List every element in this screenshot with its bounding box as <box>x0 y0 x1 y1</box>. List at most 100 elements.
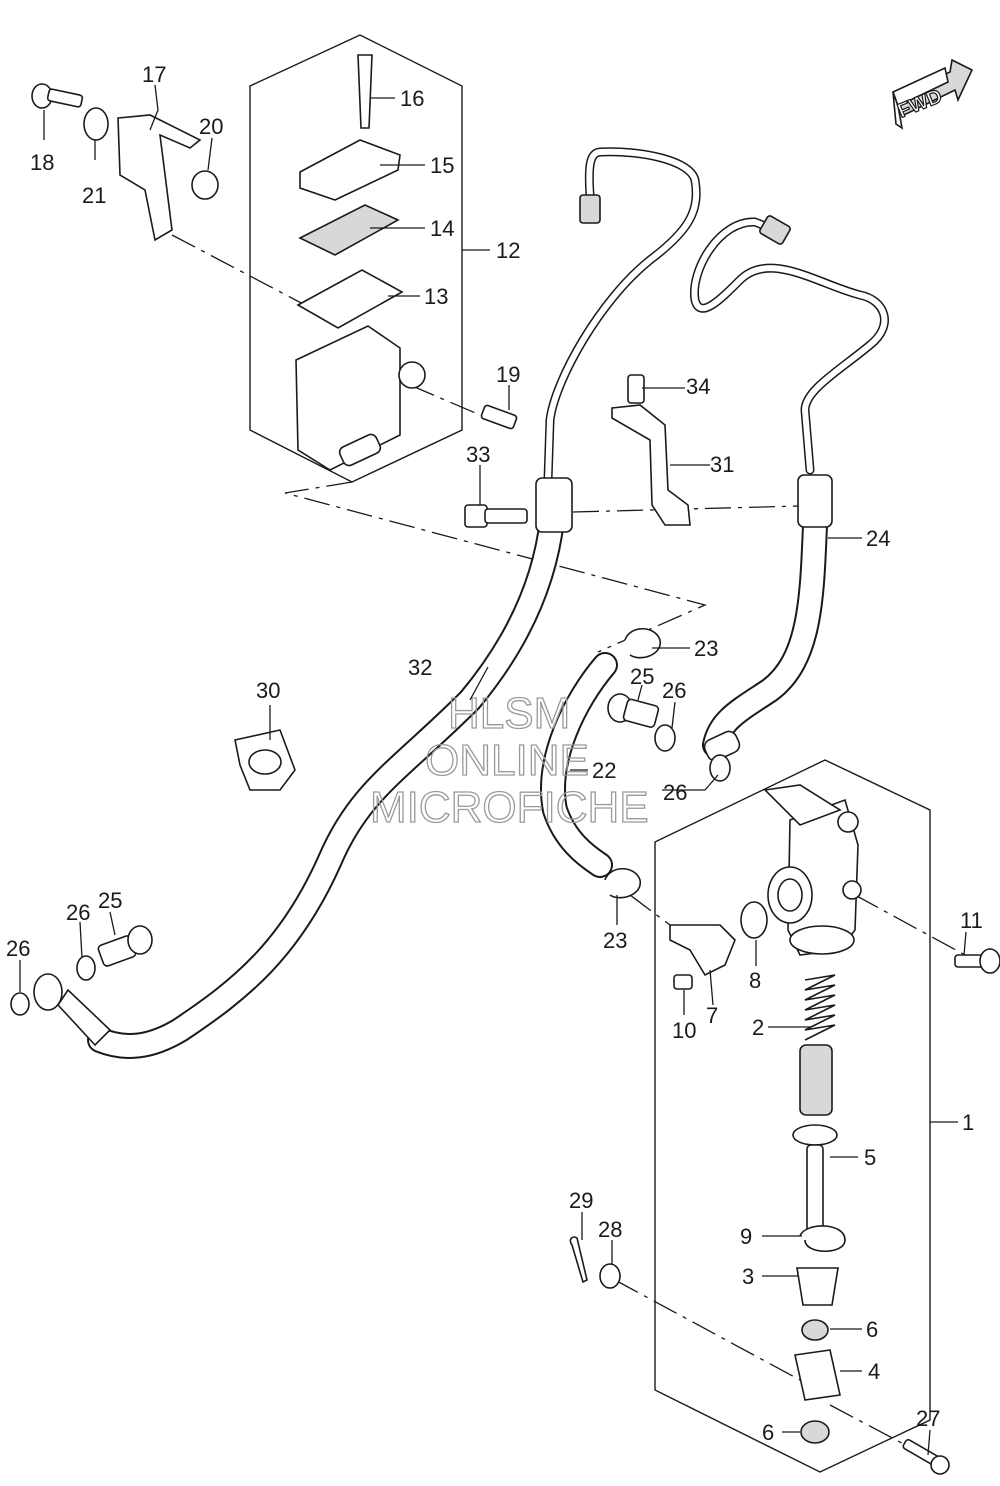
callout-12: 12 <box>496 238 520 263</box>
callout-28: 28 <box>598 1217 622 1242</box>
callout-9: 9 <box>740 1224 752 1249</box>
screw-16 <box>357 54 373 129</box>
callout-27: 27 <box>916 1406 940 1431</box>
reservoir-body <box>295 325 426 471</box>
washer-26-d <box>10 992 30 1016</box>
guide-line <box>829 1404 916 1451</box>
callouts: 1 2 3 4 5 6 6 7 8 9 10 11 12 13 14 15 16… <box>6 62 983 1445</box>
clamp-23-upper <box>624 627 661 659</box>
nut-6-upper <box>801 1319 829 1341</box>
hose-fitting-24 <box>797 474 833 528</box>
leader-lines <box>19 84 967 1456</box>
callout-3: 3 <box>742 1264 754 1289</box>
bolt-33 <box>464 504 528 528</box>
callout-17: 17 <box>142 62 166 87</box>
callout-26-upper: 26 <box>662 678 686 703</box>
circlip-9 <box>799 1225 846 1252</box>
callout-26-middle: 26 <box>663 780 687 805</box>
banjo-eye <box>33 973 63 1011</box>
bracket-31 <box>611 404 691 526</box>
callout-19: 19 <box>496 362 520 387</box>
callout-26-left-b: 26 <box>6 936 30 961</box>
fwd-arrow-icon: FWD <box>892 58 974 130</box>
guide-line <box>171 234 306 306</box>
callout-10: 10 <box>672 1018 696 1043</box>
callout-24: 24 <box>866 526 890 551</box>
pin-27 <box>902 1438 950 1475</box>
pipe-fitting <box>759 215 791 245</box>
watermark-line1: HLSM <box>448 689 570 738</box>
bolt-19 <box>480 404 518 430</box>
callout-7: 7 <box>706 1003 718 1028</box>
watermark-line3: MICROFICHE <box>370 783 649 832</box>
clip-30-ring <box>248 749 282 775</box>
callout-5: 5 <box>864 1145 876 1170</box>
group-frame-12 <box>249 34 463 483</box>
watermark-line2: ONLINE <box>425 736 589 785</box>
pushrod-5 <box>792 1124 838 1236</box>
clamp-23-lower <box>604 867 641 899</box>
cotter-pin-29 <box>569 1236 588 1284</box>
callout-20: 20 <box>199 114 223 139</box>
group-frame-1 <box>654 759 931 1473</box>
washer-26-b <box>709 754 731 782</box>
screw-10 <box>673 974 693 990</box>
hose-fitting-32 <box>535 477 573 533</box>
callout-29: 29 <box>569 1188 593 1213</box>
guide-line <box>614 1279 801 1381</box>
pipe-fitting <box>579 194 601 224</box>
callout-18: 18 <box>30 150 54 175</box>
diaphragm-13 <box>296 269 404 329</box>
banjo-neck <box>56 988 112 1047</box>
callout-31: 31 <box>710 452 734 477</box>
washer-28 <box>599 1263 621 1289</box>
brake-pipe <box>543 147 701 485</box>
cap-15 <box>299 139 401 201</box>
joint-7 <box>669 924 736 977</box>
callout-33: 33 <box>466 442 490 467</box>
union-bolt-25-right <box>607 693 660 728</box>
callout-11: 11 <box>960 908 983 933</box>
washer-26-c <box>76 955 96 981</box>
brake-pipe <box>689 217 889 475</box>
guide-line <box>629 894 671 926</box>
rubber-21 <box>83 107 109 141</box>
union-bolt-25-left <box>97 925 153 967</box>
bracket-17 <box>117 114 202 242</box>
callout-4: 4 <box>868 1359 880 1384</box>
callout-13: 13 <box>424 284 448 309</box>
bolt-34 <box>627 374 645 404</box>
guide-line <box>854 894 966 956</box>
callout-25-lower: 25 <box>98 888 122 913</box>
boot-3 <box>796 1267 839 1306</box>
plate-14 <box>298 204 400 256</box>
bolt-11 <box>954 948 1000 974</box>
callout-23-lower: 23 <box>603 928 627 953</box>
guide-line <box>284 481 707 653</box>
master-cylinder-body <box>763 784 862 956</box>
bolt-18 <box>31 83 84 109</box>
piston-assembly <box>799 1044 833 1116</box>
washer-26-a <box>654 724 676 752</box>
callout-2: 2 <box>752 1015 764 1040</box>
callout-25-upper: 25 <box>630 664 654 689</box>
collar-20 <box>191 170 219 200</box>
nut-6-lower <box>800 1420 830 1444</box>
guide-line <box>409 384 481 416</box>
callout-21: 21 <box>82 183 106 208</box>
banjo-fitting <box>703 730 741 762</box>
callout-34: 34 <box>686 374 710 399</box>
callout-6-lower: 6 <box>762 1420 774 1445</box>
callout-23-upper: 23 <box>694 636 718 661</box>
callout-8: 8 <box>749 968 761 993</box>
callout-22: 22 <box>592 758 616 783</box>
callout-16: 16 <box>400 86 424 111</box>
callout-1: 1 <box>962 1110 974 1135</box>
callout-26-left-a: 26 <box>66 900 90 925</box>
callout-6-upper: 6 <box>866 1317 878 1342</box>
spring-2 <box>804 974 836 1041</box>
callout-15: 15 <box>430 153 454 178</box>
o-ring-8 <box>740 901 768 939</box>
callout-14: 14 <box>430 216 454 241</box>
